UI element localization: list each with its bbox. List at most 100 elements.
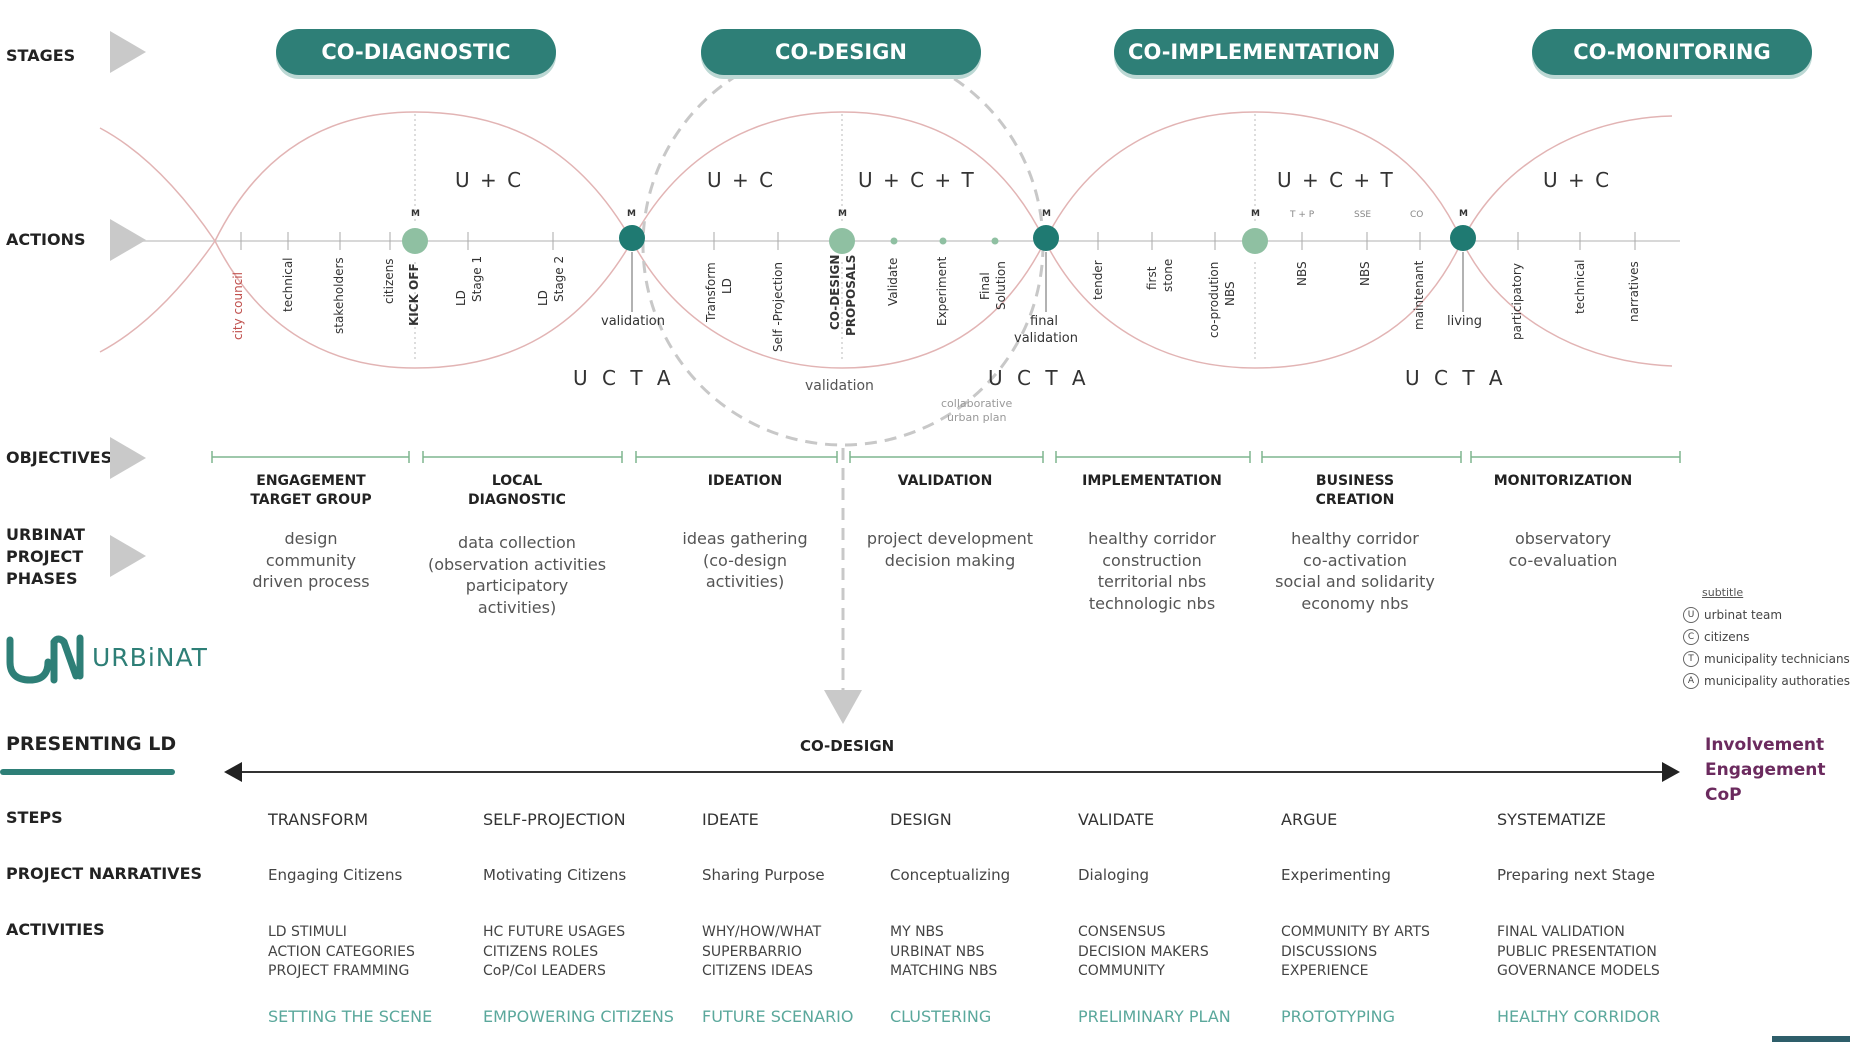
narrative-item: Motivating Citizens bbox=[483, 866, 627, 884]
objective-brackets bbox=[211, 451, 1681, 463]
legend-letter-icon: A bbox=[1683, 673, 1699, 689]
activity-line: MATCHING NBS bbox=[890, 963, 998, 979]
stage-co-diagnostic: CO-DIAGNOSTIC bbox=[276, 29, 556, 75]
phase-line: decision making bbox=[884, 550, 1016, 570]
small-dot bbox=[890, 237, 898, 245]
narrative-item: Sharing Purpose bbox=[702, 866, 825, 884]
action-ld-stage1-b: Stage 1 bbox=[470, 255, 484, 302]
codesign-label: CO-DESIGN bbox=[800, 737, 895, 755]
action-city-council: city council bbox=[231, 272, 245, 340]
arrow-left-head bbox=[224, 762, 242, 782]
activity-line: CITIZENS ROLES bbox=[483, 943, 599, 960]
outcome-item: CLUSTERING bbox=[890, 1007, 992, 1026]
action-ld-stage2-b: Stage 2 bbox=[552, 255, 566, 302]
objective-title-line: ENGAGEMENT bbox=[256, 473, 366, 489]
objective-title: VALIDATION bbox=[855, 472, 1035, 491]
actor-group: U + C + T bbox=[1277, 168, 1395, 192]
action-coprod-b: NBS bbox=[1223, 281, 1237, 306]
collab-b: urban plan bbox=[947, 411, 1007, 424]
phase-line: data collection bbox=[458, 533, 576, 552]
action-nbs-1: NBS bbox=[1295, 261, 1309, 286]
activity-line: CONSENSUS bbox=[1078, 924, 1166, 940]
milestone-dot-living bbox=[1450, 225, 1476, 251]
row-label-actions: ACTIONS bbox=[6, 230, 86, 249]
milestone-dot-final bbox=[1033, 225, 1059, 251]
step-item: VALIDATE bbox=[1078, 810, 1155, 829]
phase-line: observatory bbox=[1514, 529, 1612, 548]
actor-ucta: U C T A bbox=[1405, 366, 1507, 390]
activity-line: SUPERBARRIO bbox=[702, 943, 802, 960]
phase-line: co-activation bbox=[1303, 550, 1407, 570]
actor-group: U + C + T bbox=[858, 168, 976, 192]
action-final-validation-b: validation bbox=[1014, 331, 1079, 346]
objective-title-line: DIAGNOSTIC bbox=[468, 492, 566, 508]
row-label-stages: STAGES bbox=[6, 46, 76, 65]
activity-line: URBINAT NBS bbox=[890, 943, 985, 960]
action-technical-2: technical bbox=[1573, 259, 1587, 314]
milestone-label: M bbox=[1251, 209, 1260, 219]
small-dot bbox=[991, 237, 999, 245]
step-item: TRANSFORM bbox=[268, 810, 369, 829]
activity-line: GOVERNANCE MODELS bbox=[1497, 963, 1660, 979]
action-validation: validation bbox=[601, 314, 666, 329]
objective-title: LOCAL DIAGNOSTIC bbox=[427, 472, 607, 510]
activity-line: DISCUSSIONS bbox=[1281, 943, 1378, 960]
co-label: CO bbox=[1410, 210, 1424, 220]
actor-group: U + C bbox=[455, 168, 524, 192]
phase-line: construction bbox=[1102, 550, 1202, 570]
row-label-objectives: OBJECTIVES bbox=[6, 448, 113, 467]
activity-line: CoP/CoI LEADERS bbox=[483, 963, 606, 979]
objective-title: IDEATION bbox=[655, 472, 835, 491]
action-first-stone-b: stone bbox=[1161, 258, 1175, 292]
outcome-item: HEALTHY CORRIDOR bbox=[1497, 1007, 1661, 1026]
phase-line: healthy corridor bbox=[1291, 529, 1419, 548]
phase-line: participatory bbox=[465, 576, 569, 595]
activity-line: MY NBS bbox=[890, 924, 944, 940]
activity-line: COMMUNITY bbox=[1078, 963, 1165, 979]
action-validate: Validate bbox=[886, 257, 900, 306]
involvement-item: Involvement bbox=[1705, 735, 1825, 755]
collab-a: collaborative bbox=[941, 397, 1013, 410]
involvement-item: Engagement bbox=[1705, 760, 1826, 780]
action-transform-ld-b: LD bbox=[720, 278, 734, 294]
legend-label: urbinat team bbox=[1704, 608, 1783, 622]
phase-line: design bbox=[284, 529, 338, 548]
objective-title-line: TARGET GROUP bbox=[250, 492, 372, 508]
legend-letter-icon: C bbox=[1683, 629, 1699, 645]
phase-desc: project development decision making bbox=[855, 528, 1045, 571]
activity-line: LD STIMULI bbox=[268, 924, 347, 940]
step-item: IDEATE bbox=[702, 810, 759, 829]
activity-line: ACTION CATEGORIES bbox=[268, 943, 415, 960]
corner-bar bbox=[1772, 1036, 1850, 1042]
presenting-underline bbox=[0, 769, 175, 775]
action-final-solution-a: Final bbox=[978, 272, 992, 300]
phase-line: healthy corridor bbox=[1088, 529, 1216, 548]
legend-title: subtitle bbox=[1702, 586, 1744, 599]
action-tender: tender bbox=[1091, 260, 1105, 300]
actor-ucta: U C T A bbox=[988, 366, 1090, 390]
stage-co-monitoring: CO-MONITORING bbox=[1532, 29, 1812, 75]
outcome-item: SETTING THE SCENE bbox=[268, 1007, 433, 1026]
activity-line: COMMUNITY BY ARTS bbox=[1281, 924, 1430, 940]
outcome-item: FUTURE SCENARIO bbox=[702, 1007, 854, 1026]
row-label-phases-3: PHASES bbox=[6, 569, 78, 588]
involvement-item: CoP bbox=[1705, 785, 1742, 805]
stage-co-design: CO-DESIGN bbox=[701, 29, 981, 75]
phase-line: project development bbox=[866, 529, 1034, 548]
activity-line: PUBLIC PRESENTATION bbox=[1497, 943, 1657, 960]
activity-line: WHY/HOW/WHAT bbox=[702, 924, 822, 940]
phase-line: technologic nbs bbox=[1088, 593, 1216, 613]
small-dot bbox=[939, 237, 947, 245]
row-label-steps: STEPS bbox=[6, 808, 63, 827]
objective-title-line: LOCAL bbox=[491, 473, 543, 489]
milestone-label: M bbox=[1459, 209, 1468, 219]
